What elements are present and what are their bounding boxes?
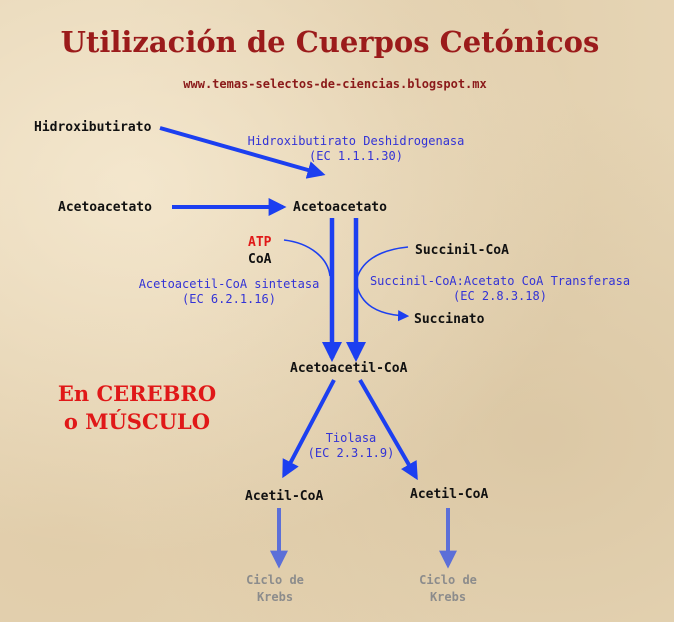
enzyme-transferasa-name: Succinil-CoA:Acetato CoA Transferasa: [370, 274, 630, 288]
krebs-right-line-2: Krebs: [430, 590, 466, 604]
arrow-tiolasa-right: [358, 379, 418, 481]
molecule-acetil-coa-right: Acetil-CoA: [410, 487, 488, 502]
curve-succinil-to-succinato: [355, 246, 410, 322]
krebs-right-line-1: Ciclo de: [419, 573, 477, 587]
enzyme-tiolasa-ec: (EC 2.3.1.9): [308, 446, 395, 460]
location-line-1: En CEREBRO: [58, 381, 216, 406]
enzyme-deshidrogenasa-ec: (EC 1.1.1.30): [309, 149, 403, 163]
page-title: Utilización de Cuerpos Cetónicos: [61, 25, 600, 59]
enzyme-deshidrogenasa-name: Hidroxibutirato Deshidrogenasa: [248, 134, 465, 148]
molecule-acetil-coa-left: Acetil-CoA: [245, 489, 323, 504]
molecule-succinil-coa: Succinil-CoA: [415, 243, 509, 258]
enzyme-sintetasa-name: Acetoacetil-CoA sintetasa: [139, 277, 320, 291]
location-line-2: o MÚSCULO: [64, 409, 210, 434]
molecule-succinato: Succinato: [414, 312, 485, 327]
molecule-acetoacetil-coa: Acetoacetil-CoA: [290, 361, 408, 376]
enzyme-tiolasa-name: Tiolasa: [326, 431, 377, 445]
krebs-left-line-1: Ciclo de: [246, 573, 304, 587]
molecule-acetoacetato: Acetoacetato: [293, 200, 387, 215]
arrow-tiolasa-left: [282, 379, 336, 479]
krebs-left-line-2: Krebs: [257, 590, 293, 604]
arrow-hidroxibutirato-to-acetoacetato: [159, 126, 326, 179]
molecule-acetoacetato-left: Acetoacetato: [58, 200, 152, 215]
molecule-hidroxibutirato: Hidroxibutirato: [34, 120, 152, 135]
curve-atp-coa-in: [283, 239, 331, 277]
molecule-coa: CoA: [248, 252, 272, 267]
source-url: www.temas-selectos-de-ciencias.blogspot.…: [183, 77, 486, 91]
enzyme-transferasa-ec: (EC 2.8.3.18): [453, 289, 547, 303]
enzyme-sintetasa-ec: (EC 6.2.1.16): [182, 292, 276, 306]
molecule-atp: ATP: [248, 235, 272, 250]
